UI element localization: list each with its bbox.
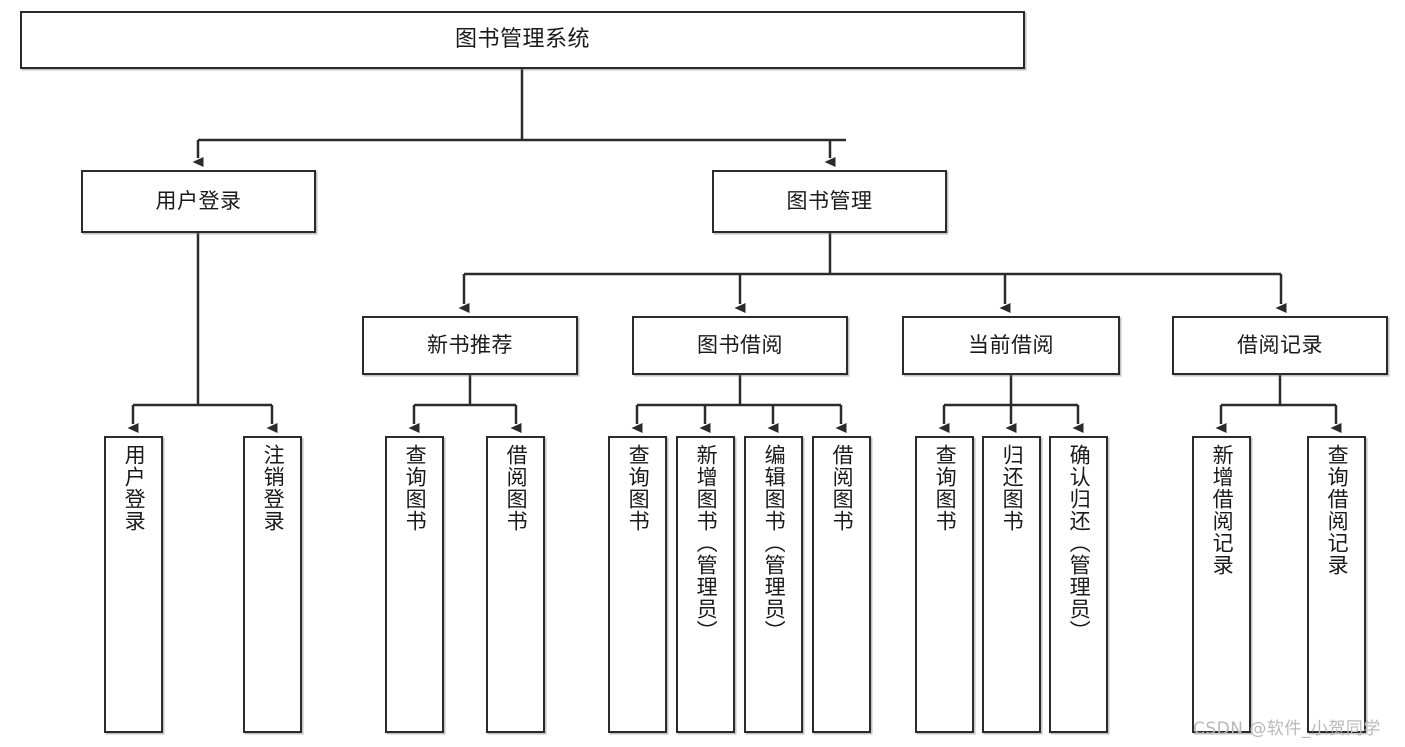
node-leaf-return-book[interactable]: 归还图书 [982,436,1041,733]
node-leaf-edit-book[interactable]: 编辑图书（管理员） [744,436,803,733]
node-borrow-record-label: 借阅记录 [1237,333,1323,358]
node-user-login-label: 用户登录 [155,189,242,214]
node-leaf-add-record[interactable]: 新增借阅记录 [1192,436,1251,733]
node-leaf-borrow-book-1-label: 借阅图书 [504,444,529,532]
node-leaf-query-book-3[interactable]: 查询图书 [915,436,974,733]
node-leaf-add-book[interactable]: 新增图书（管理员） [676,436,735,733]
node-leaf-query-book-1-label: 查询图书 [403,444,428,532]
node-root-label: 图书管理系统 [454,27,590,53]
node-leaf-query-book-2-label: 查询图书 [626,444,651,532]
node-leaf-user-logout[interactable]: 注销登录 [243,436,302,733]
node-leaf-query-book-3-label: 查询图书 [933,444,958,532]
node-user-login[interactable]: 用户登录 [81,170,316,233]
node-book-manage[interactable]: 图书管理 [712,170,947,233]
node-leaf-query-book-2[interactable]: 查询图书 [608,436,667,733]
node-leaf-borrow-book-2[interactable]: 借阅图书 [812,436,871,733]
node-book-borrow-label: 图书借阅 [697,333,783,358]
node-leaf-edit-book-label: 编辑图书（管理员） [762,444,787,642]
node-leaf-user-logout-label: 注销登录 [261,444,286,532]
node-leaf-confirm-return-label: 确认归还（管理员） [1067,444,1092,642]
node-leaf-add-record-label: 新增借阅记录 [1210,444,1235,576]
node-current-borrow-label: 当前借阅 [968,333,1054,358]
node-leaf-query-book-1[interactable]: 查询图书 [385,436,444,733]
node-leaf-borrow-book-1[interactable]: 借阅图书 [486,436,545,733]
node-leaf-confirm-return[interactable]: 确认归还（管理员） [1049,436,1108,733]
node-book-borrow[interactable]: 图书借阅 [632,316,848,375]
node-leaf-query-record[interactable]: 查询借阅记录 [1307,436,1366,733]
node-root[interactable]: 图书管理系统 [20,11,1025,69]
node-new-book-rec-label: 新书推荐 [427,333,513,358]
node-leaf-borrow-book-2-label: 借阅图书 [830,444,855,532]
node-leaf-user-login[interactable]: 用户登录 [104,436,163,733]
node-leaf-query-record-label: 查询借阅记录 [1325,444,1350,576]
csdn-watermark: CSDN @软件_小贺同学 [1193,719,1381,739]
node-borrow-record[interactable]: 借阅记录 [1172,316,1388,375]
node-new-book-rec[interactable]: 新书推荐 [362,316,578,375]
node-leaf-return-book-label: 归还图书 [1000,444,1025,532]
node-book-manage-label: 图书管理 [786,189,873,214]
node-leaf-user-login-label: 用户登录 [122,444,147,532]
node-leaf-add-book-label: 新增图书（管理员） [694,444,719,642]
node-current-borrow[interactable]: 当前借阅 [902,316,1120,375]
